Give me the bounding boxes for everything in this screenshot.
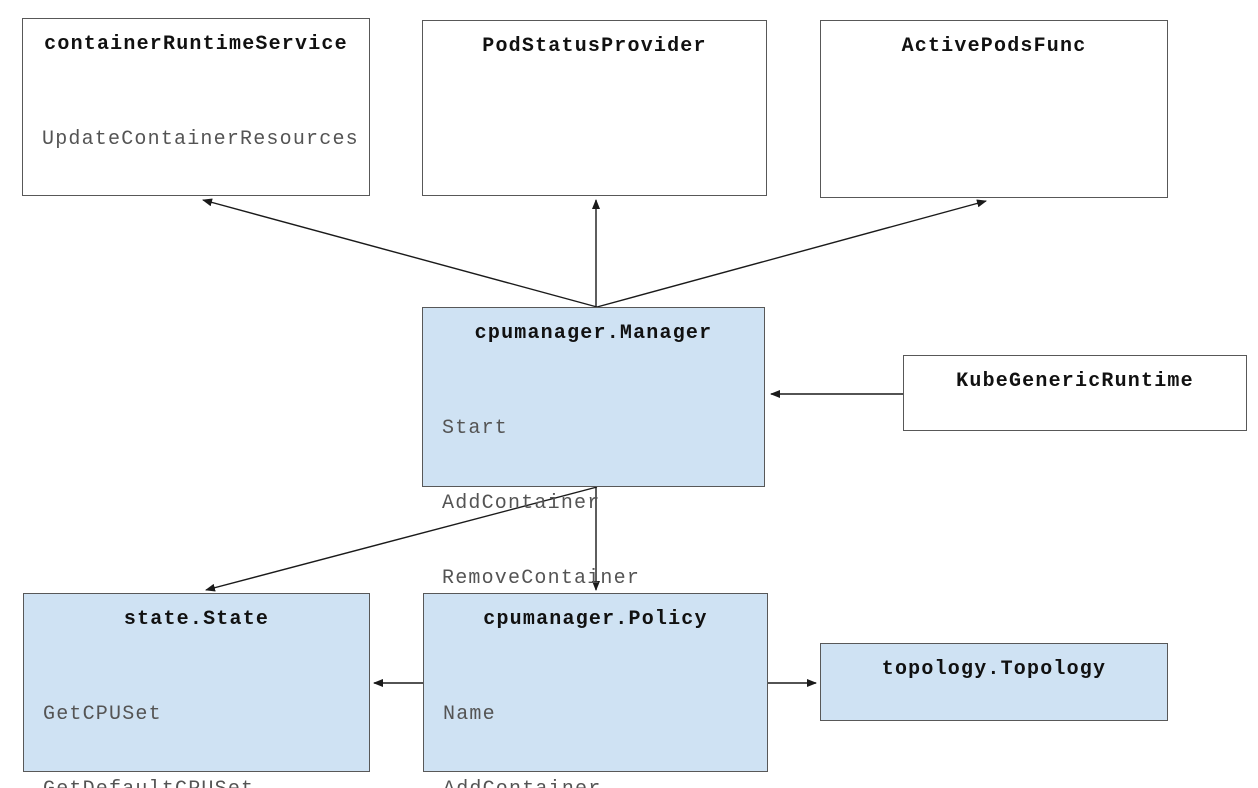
box-container-runtime-service: containerRuntimeService UpdateContainerR…: [22, 18, 370, 196]
method-item: AddContainer: [442, 492, 601, 515]
box-title: PodStatusProvider: [482, 35, 707, 58]
method-item: GetCPUSet: [43, 703, 162, 726]
box-state-state: state.State GetCPUSet GetDefaultCPUSet S…: [23, 593, 370, 788]
box-kube-generic-runtime: KubeGenericRuntime: [903, 355, 1247, 431]
box-title: topology.Topology: [881, 658, 1107, 681]
box-methods: Name AddContainer RemoveContainer: [424, 652, 767, 788]
box-cpumanager-manager: cpumanager.Manager Start AddContainer Re…: [422, 307, 765, 665]
arrow-manager-to-active-pods-func: [596, 199, 987, 308]
method-item: Start: [442, 417, 509, 440]
box-pod-status-provider: PodStatusProvider: [422, 20, 767, 196]
method-item: GetDefaultCPUSet: [43, 777, 369, 788]
box-methods: UpdateContainerResources: [23, 77, 369, 202]
method-item: RemoveContainer: [442, 567, 641, 590]
box-title: containerRuntimeService: [44, 33, 348, 56]
box-topology-topology: topology.Topology: [820, 643, 1168, 721]
box-title: KubeGenericRuntime: [956, 370, 1194, 393]
box-cpumanager-policy: cpumanager.Policy Name AddContainer Remo…: [423, 593, 768, 788]
arrow-manager-to-container-runtime-service: [202, 198, 598, 308]
box-methods: GetCPUSet GetDefaultCPUSet SetCPUSet Set…: [24, 652, 369, 788]
box-title: cpumanager.Policy: [483, 608, 708, 631]
box-title: state.State: [123, 608, 270, 631]
box-active-pods-func: ActivePodsFunc: [820, 20, 1168, 198]
box-title: ActivePodsFunc: [901, 35, 1087, 58]
method-item: UpdateContainerResources: [42, 128, 359, 151]
method-item: Name: [443, 703, 496, 726]
method-item: AddContainer: [443, 777, 767, 788]
box-title: cpumanager.Manager: [474, 322, 713, 345]
